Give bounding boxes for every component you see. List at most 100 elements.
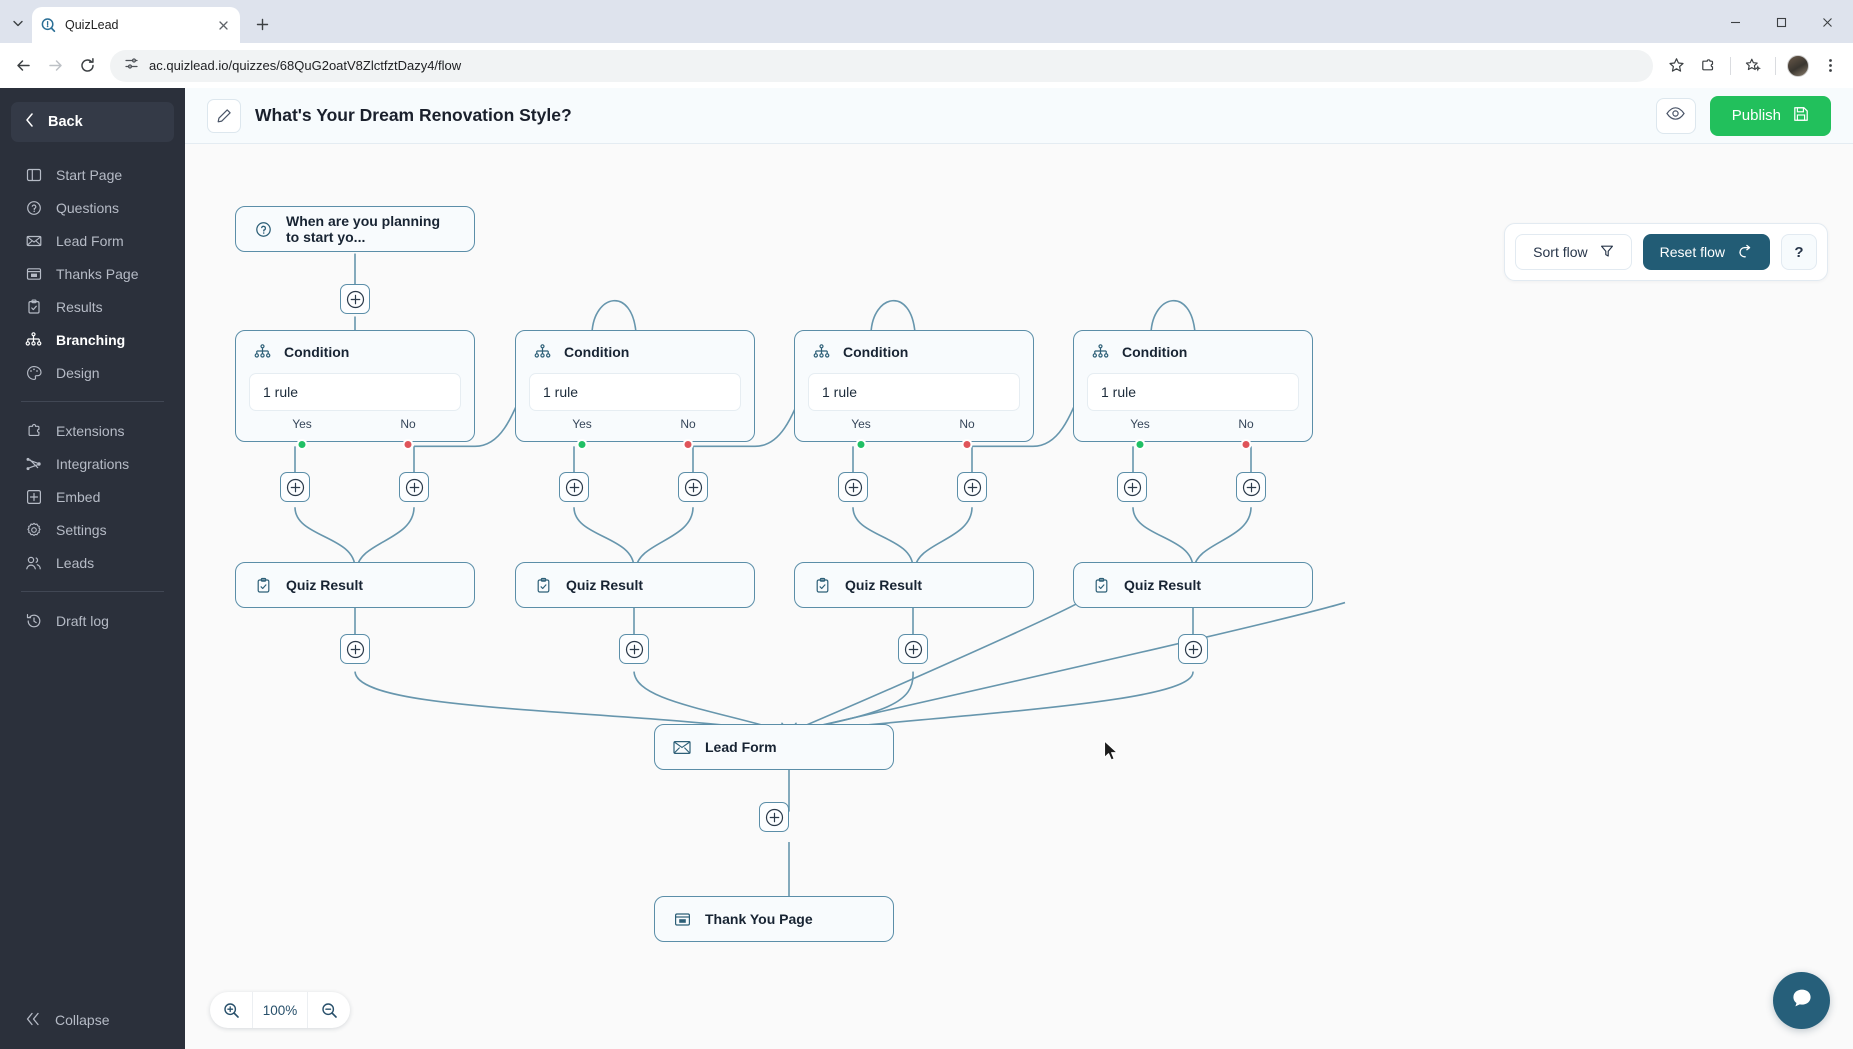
- sidebar-item-integrations[interactable]: Integrations: [0, 447, 185, 480]
- flow-node-label: Quiz Result: [845, 577, 923, 593]
- no-connector-dot[interactable]: [402, 439, 414, 450]
- flow-node-quiz-result[interactable]: Quiz Result: [235, 562, 475, 608]
- zoom-out-icon[interactable]: [308, 992, 350, 1028]
- flow-node-lead-form[interactable]: Lead Form: [654, 724, 894, 770]
- sidebar-item-extensions[interactable]: Extensions: [0, 414, 185, 447]
- publish-button[interactable]: Publish: [1709, 95, 1831, 136]
- help-button[interactable]: ?: [1781, 234, 1817, 270]
- close-icon[interactable]: [1805, 7, 1849, 37]
- palette-icon: [25, 364, 42, 381]
- flow-node-condition[interactable]: Condition 1 rule Yes No: [1073, 330, 1313, 450]
- sidebar-item-embed[interactable]: Embed: [0, 480, 185, 513]
- refresh-arrow-icon: [1737, 244, 1753, 261]
- page-header: What's Your Dream Renovation Style? Publ…: [185, 88, 1853, 144]
- condition-port-yes[interactable]: Yes: [529, 417, 635, 450]
- flow-node-condition[interactable]: Condition 1 rule Yes No: [794, 330, 1034, 450]
- browser-toolbar: ac.quizlead.io/quizzes/68QuG2oatV8Zlctfz…: [0, 43, 1853, 88]
- reset-flow-button[interactable]: Reset flow: [1642, 234, 1770, 270]
- condition-rule-field[interactable]: 1 rule: [1087, 373, 1299, 411]
- condition-port-yes[interactable]: Yes: [808, 417, 914, 450]
- minimize-icon[interactable]: [1713, 7, 1757, 37]
- sidebar-item-settings[interactable]: Settings: [0, 513, 185, 546]
- add-node-button[interactable]: [838, 472, 868, 502]
- site-settings-icon[interactable]: [124, 56, 139, 76]
- maximize-icon[interactable]: [1759, 7, 1803, 37]
- extensions-icon[interactable]: [1693, 51, 1723, 81]
- tab-title: QuizLead: [65, 18, 119, 32]
- add-node-button[interactable]: [619, 634, 649, 664]
- sort-flow-button[interactable]: Sort flow: [1515, 234, 1632, 270]
- address-bar[interactable]: ac.quizlead.io/quizzes/68QuG2oatV8Zlctfz…: [110, 49, 1653, 82]
- no-connector-dot[interactable]: [961, 439, 973, 450]
- yes-connector-dot[interactable]: [855, 439, 867, 450]
- sidebar-item-branching[interactable]: Branching: [0, 323, 185, 356]
- add-node-button[interactable]: [1178, 634, 1208, 664]
- flow-node-condition[interactable]: Condition 1 rule Yes No: [235, 330, 475, 450]
- sidebar-item-thanks-page[interactable]: Thanks Page: [0, 257, 185, 290]
- flow-node-quiz-result[interactable]: Quiz Result: [515, 562, 755, 608]
- flow-node-thank-you-page[interactable]: Thank You Page: [654, 896, 894, 942]
- edit-title-button[interactable]: [207, 98, 241, 133]
- add-node-button[interactable]: [340, 284, 370, 314]
- new-tab-button[interactable]: [248, 10, 276, 38]
- star-icon[interactable]: [1661, 51, 1691, 81]
- add-node-button[interactable]: [957, 472, 987, 502]
- sidebar-item-label: Lead Form: [56, 232, 124, 249]
- add-node-button[interactable]: [759, 802, 789, 832]
- add-node-button[interactable]: [280, 472, 310, 502]
- back-button[interactable]: Back: [11, 102, 174, 142]
- sidebar-item-start-page[interactable]: Start Page: [0, 158, 185, 191]
- star-sparkle-icon[interactable]: [1738, 51, 1768, 81]
- branching-icon: [25, 331, 42, 348]
- condition-port-no[interactable]: No: [635, 417, 741, 450]
- flow-node-question[interactable]: When are you planning to start yo...: [235, 206, 475, 252]
- flow-node-quiz-result[interactable]: Quiz Result: [1073, 562, 1313, 608]
- thanks-page-icon: [25, 265, 42, 282]
- condition-port-yes[interactable]: Yes: [1087, 417, 1193, 450]
- sidebar-item-label: Start Page: [56, 166, 123, 183]
- kebab-menu-icon[interactable]: [1815, 51, 1845, 81]
- zoom-in-icon[interactable]: [210, 992, 252, 1028]
- no-connector-dot[interactable]: [1240, 439, 1252, 450]
- add-node-button[interactable]: [678, 472, 708, 502]
- yes-connector-dot[interactable]: [1134, 439, 1146, 450]
- add-node-button[interactable]: [340, 634, 370, 664]
- sidebar-item-leads[interactable]: Leads: [0, 546, 185, 579]
- flow-canvas[interactable]: Sort flow Reset flow ?: [185, 144, 1853, 1049]
- condition-port-no[interactable]: No: [914, 417, 1020, 450]
- add-node-button[interactable]: [399, 472, 429, 502]
- save-disk-icon: [1793, 106, 1809, 126]
- collapse-sidebar-button[interactable]: Collapse: [0, 991, 185, 1049]
- condition-rule-field[interactable]: 1 rule: [249, 373, 461, 411]
- browser-tab[interactable]: QuizLead: [32, 7, 240, 43]
- yes-connector-dot[interactable]: [296, 439, 308, 450]
- sidebar-item-draft-log[interactable]: Draft log: [0, 604, 185, 637]
- tab-search-dropdown-icon[interactable]: [4, 8, 32, 38]
- flow-node-quiz-result[interactable]: Quiz Result: [794, 562, 1034, 608]
- chat-widget-button[interactable]: [1773, 972, 1830, 1029]
- flow-node-label: Quiz Result: [286, 577, 364, 593]
- preview-button[interactable]: [1655, 97, 1696, 134]
- condition-rule-field[interactable]: 1 rule: [529, 373, 741, 411]
- add-node-button[interactable]: [1117, 472, 1147, 502]
- add-node-button[interactable]: [898, 634, 928, 664]
- layout-panel-icon: [25, 166, 42, 183]
- close-icon[interactable]: [214, 16, 232, 34]
- avatar[interactable]: [1783, 51, 1813, 81]
- reload-icon[interactable]: [72, 51, 102, 81]
- condition-port-yes[interactable]: Yes: [249, 417, 355, 450]
- sidebar-item-lead-form[interactable]: Lead Form: [0, 224, 185, 257]
- arrow-back-icon[interactable]: [8, 51, 38, 81]
- condition-port-no[interactable]: No: [355, 417, 461, 450]
- add-node-button[interactable]: [559, 472, 589, 502]
- flow-node-condition[interactable]: Condition 1 rule Yes No: [515, 330, 755, 450]
- no-connector-dot[interactable]: [682, 439, 694, 450]
- zoom-level: 100%: [252, 992, 308, 1028]
- sidebar-item-questions[interactable]: Questions: [0, 191, 185, 224]
- condition-port-no[interactable]: No: [1193, 417, 1299, 450]
- add-node-button[interactable]: [1236, 472, 1266, 502]
- yes-connector-dot[interactable]: [576, 439, 588, 450]
- condition-rule-field[interactable]: 1 rule: [808, 373, 1020, 411]
- sidebar-item-design[interactable]: Design: [0, 356, 185, 389]
- sidebar-item-results[interactable]: Results: [0, 290, 185, 323]
